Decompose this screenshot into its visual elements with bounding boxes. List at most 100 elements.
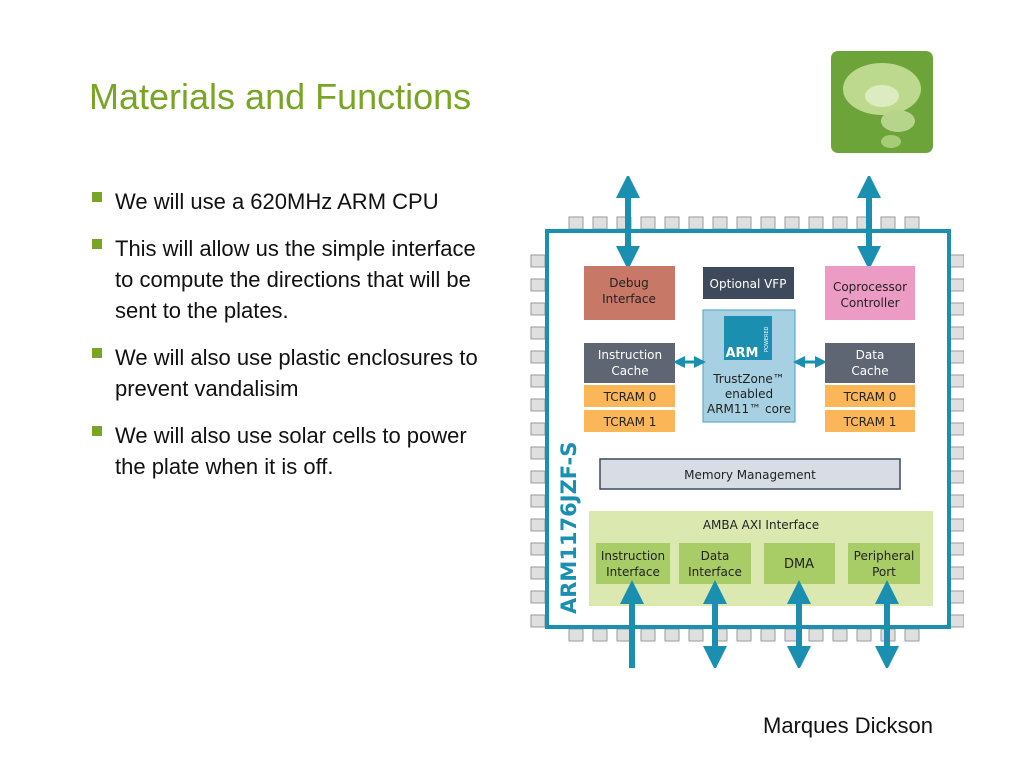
chip-pin bbox=[530, 254, 546, 268]
debug-interface-label: Debug bbox=[609, 276, 648, 290]
chip-pin bbox=[664, 628, 680, 642]
bullet-item: We will also use solar cells to power th… bbox=[92, 420, 497, 482]
tcram1-right-label: TCRAM 1 bbox=[843, 415, 897, 429]
debug-interface-label: Interface bbox=[602, 292, 656, 306]
chip-pin bbox=[568, 628, 584, 642]
data-interface-label: Interface bbox=[688, 565, 742, 579]
coprocessor-label: Coprocessor bbox=[833, 280, 907, 294]
instruction-interface-label: Instruction bbox=[601, 549, 665, 563]
bullet-text: We will use a 620MHz ARM CPU bbox=[115, 189, 439, 214]
tcram0-left-label: TCRAM 0 bbox=[603, 390, 657, 404]
chip-pin bbox=[530, 566, 546, 580]
amba-axi-label: AMBA AXI Interface bbox=[703, 518, 819, 532]
peripheral-port-label: Peripheral bbox=[854, 549, 915, 563]
chip-pin bbox=[949, 350, 964, 364]
chip-pin bbox=[949, 326, 964, 340]
tcram0-right-block bbox=[825, 385, 915, 407]
chip-pin bbox=[736, 216, 752, 230]
chip-pin bbox=[949, 494, 964, 508]
chip-pin bbox=[904, 216, 920, 230]
square-bullet-icon bbox=[92, 348, 102, 358]
data-interface-label: Data bbox=[701, 549, 730, 563]
coprocessor-label: Controller bbox=[840, 296, 899, 310]
core-label: ARM11™ core bbox=[707, 402, 791, 416]
arm-logo-text: ARM bbox=[725, 346, 758, 361]
chip-pin bbox=[949, 398, 964, 412]
chip-pin bbox=[530, 302, 546, 316]
chip-pin bbox=[568, 216, 584, 230]
chip-pin bbox=[530, 350, 546, 364]
square-bullet-icon bbox=[92, 192, 102, 202]
data-interface-block bbox=[679, 543, 751, 584]
data-cache-block bbox=[825, 343, 915, 383]
chip-pin bbox=[640, 628, 656, 642]
dma-block bbox=[764, 543, 835, 584]
chip-pin bbox=[949, 470, 964, 484]
data-cache-label: Cache bbox=[851, 364, 888, 378]
square-bullet-icon bbox=[92, 426, 102, 436]
chip-pin bbox=[949, 302, 964, 316]
instruction-cache-label: Cache bbox=[611, 364, 648, 378]
chip-pin bbox=[530, 542, 546, 556]
chip-label: ARM1176JZF-S bbox=[557, 442, 581, 614]
chip-pin bbox=[592, 628, 608, 642]
instruction-interface-label: Interface bbox=[606, 565, 660, 579]
author-footer: Marques Dickson bbox=[763, 713, 933, 738]
chip-pin bbox=[760, 628, 776, 642]
core-label: enabled bbox=[725, 387, 773, 401]
thought-bubble-icon bbox=[831, 51, 933, 153]
memory-management-block bbox=[599, 458, 901, 490]
chip-pin bbox=[784, 216, 800, 230]
chip-pin bbox=[949, 614, 964, 628]
tcram1-right-block bbox=[825, 410, 915, 432]
instruction-cache-label: Instruction bbox=[598, 348, 662, 362]
chip-pin bbox=[530, 494, 546, 508]
chip-pin bbox=[688, 216, 704, 230]
chip-pin bbox=[808, 628, 824, 642]
optional-vfp-label: Optional VFP bbox=[710, 277, 787, 291]
tcram0-right-label: TCRAM 0 bbox=[843, 390, 897, 404]
chip-pin bbox=[949, 446, 964, 460]
chip-pin bbox=[949, 374, 964, 388]
memory-management-label: Memory Management bbox=[684, 468, 816, 482]
chip-pin bbox=[530, 278, 546, 292]
chip-pin bbox=[904, 628, 920, 642]
chip-pin bbox=[688, 628, 704, 642]
bullet-list: We will use a 620MHz ARM CPU This will a… bbox=[92, 186, 497, 498]
chip-pin bbox=[530, 446, 546, 460]
slide-title: Materials and Functions bbox=[89, 76, 472, 117]
chip-pin bbox=[949, 542, 964, 556]
dma-label: DMA bbox=[784, 557, 814, 572]
peripheral-port-label: Port bbox=[872, 565, 896, 579]
chip-pin bbox=[530, 398, 546, 412]
arm-powered-text: POWERED bbox=[764, 326, 770, 352]
data-cache-label: Data bbox=[856, 348, 885, 362]
chip-pin bbox=[736, 628, 752, 642]
peripheral-port-block bbox=[848, 543, 920, 584]
bullet-text: We will also use plastic enclosures to p… bbox=[115, 345, 478, 401]
chip-pin bbox=[760, 216, 776, 230]
instruction-cache-block bbox=[584, 343, 675, 383]
debug-interface-block bbox=[584, 266, 675, 320]
instruction-interface-block bbox=[596, 543, 670, 584]
chip-pin bbox=[856, 628, 872, 642]
chip-pin bbox=[949, 590, 964, 604]
chip-pin bbox=[880, 216, 896, 230]
chip-pin bbox=[530, 422, 546, 436]
chip-pin bbox=[530, 470, 546, 484]
square-bullet-icon bbox=[92, 239, 102, 249]
chip-pin bbox=[949, 422, 964, 436]
chip-pin bbox=[949, 518, 964, 532]
optional-vfp-block bbox=[703, 267, 794, 299]
chip-pin bbox=[530, 590, 546, 604]
chip-pin bbox=[832, 628, 848, 642]
chip-pin bbox=[530, 614, 546, 628]
bullet-text: This will allow us the simple interface … bbox=[115, 236, 476, 323]
bullet-item: We will use a 620MHz ARM CPU bbox=[92, 186, 497, 217]
bullet-item: We will also use plastic enclosures to p… bbox=[92, 342, 497, 404]
chip-pin bbox=[640, 216, 656, 230]
core-label: TrustZone™ bbox=[712, 372, 785, 386]
coprocessor-controller-block bbox=[825, 266, 915, 320]
chip-pin bbox=[592, 216, 608, 230]
chip-pin bbox=[949, 566, 964, 580]
